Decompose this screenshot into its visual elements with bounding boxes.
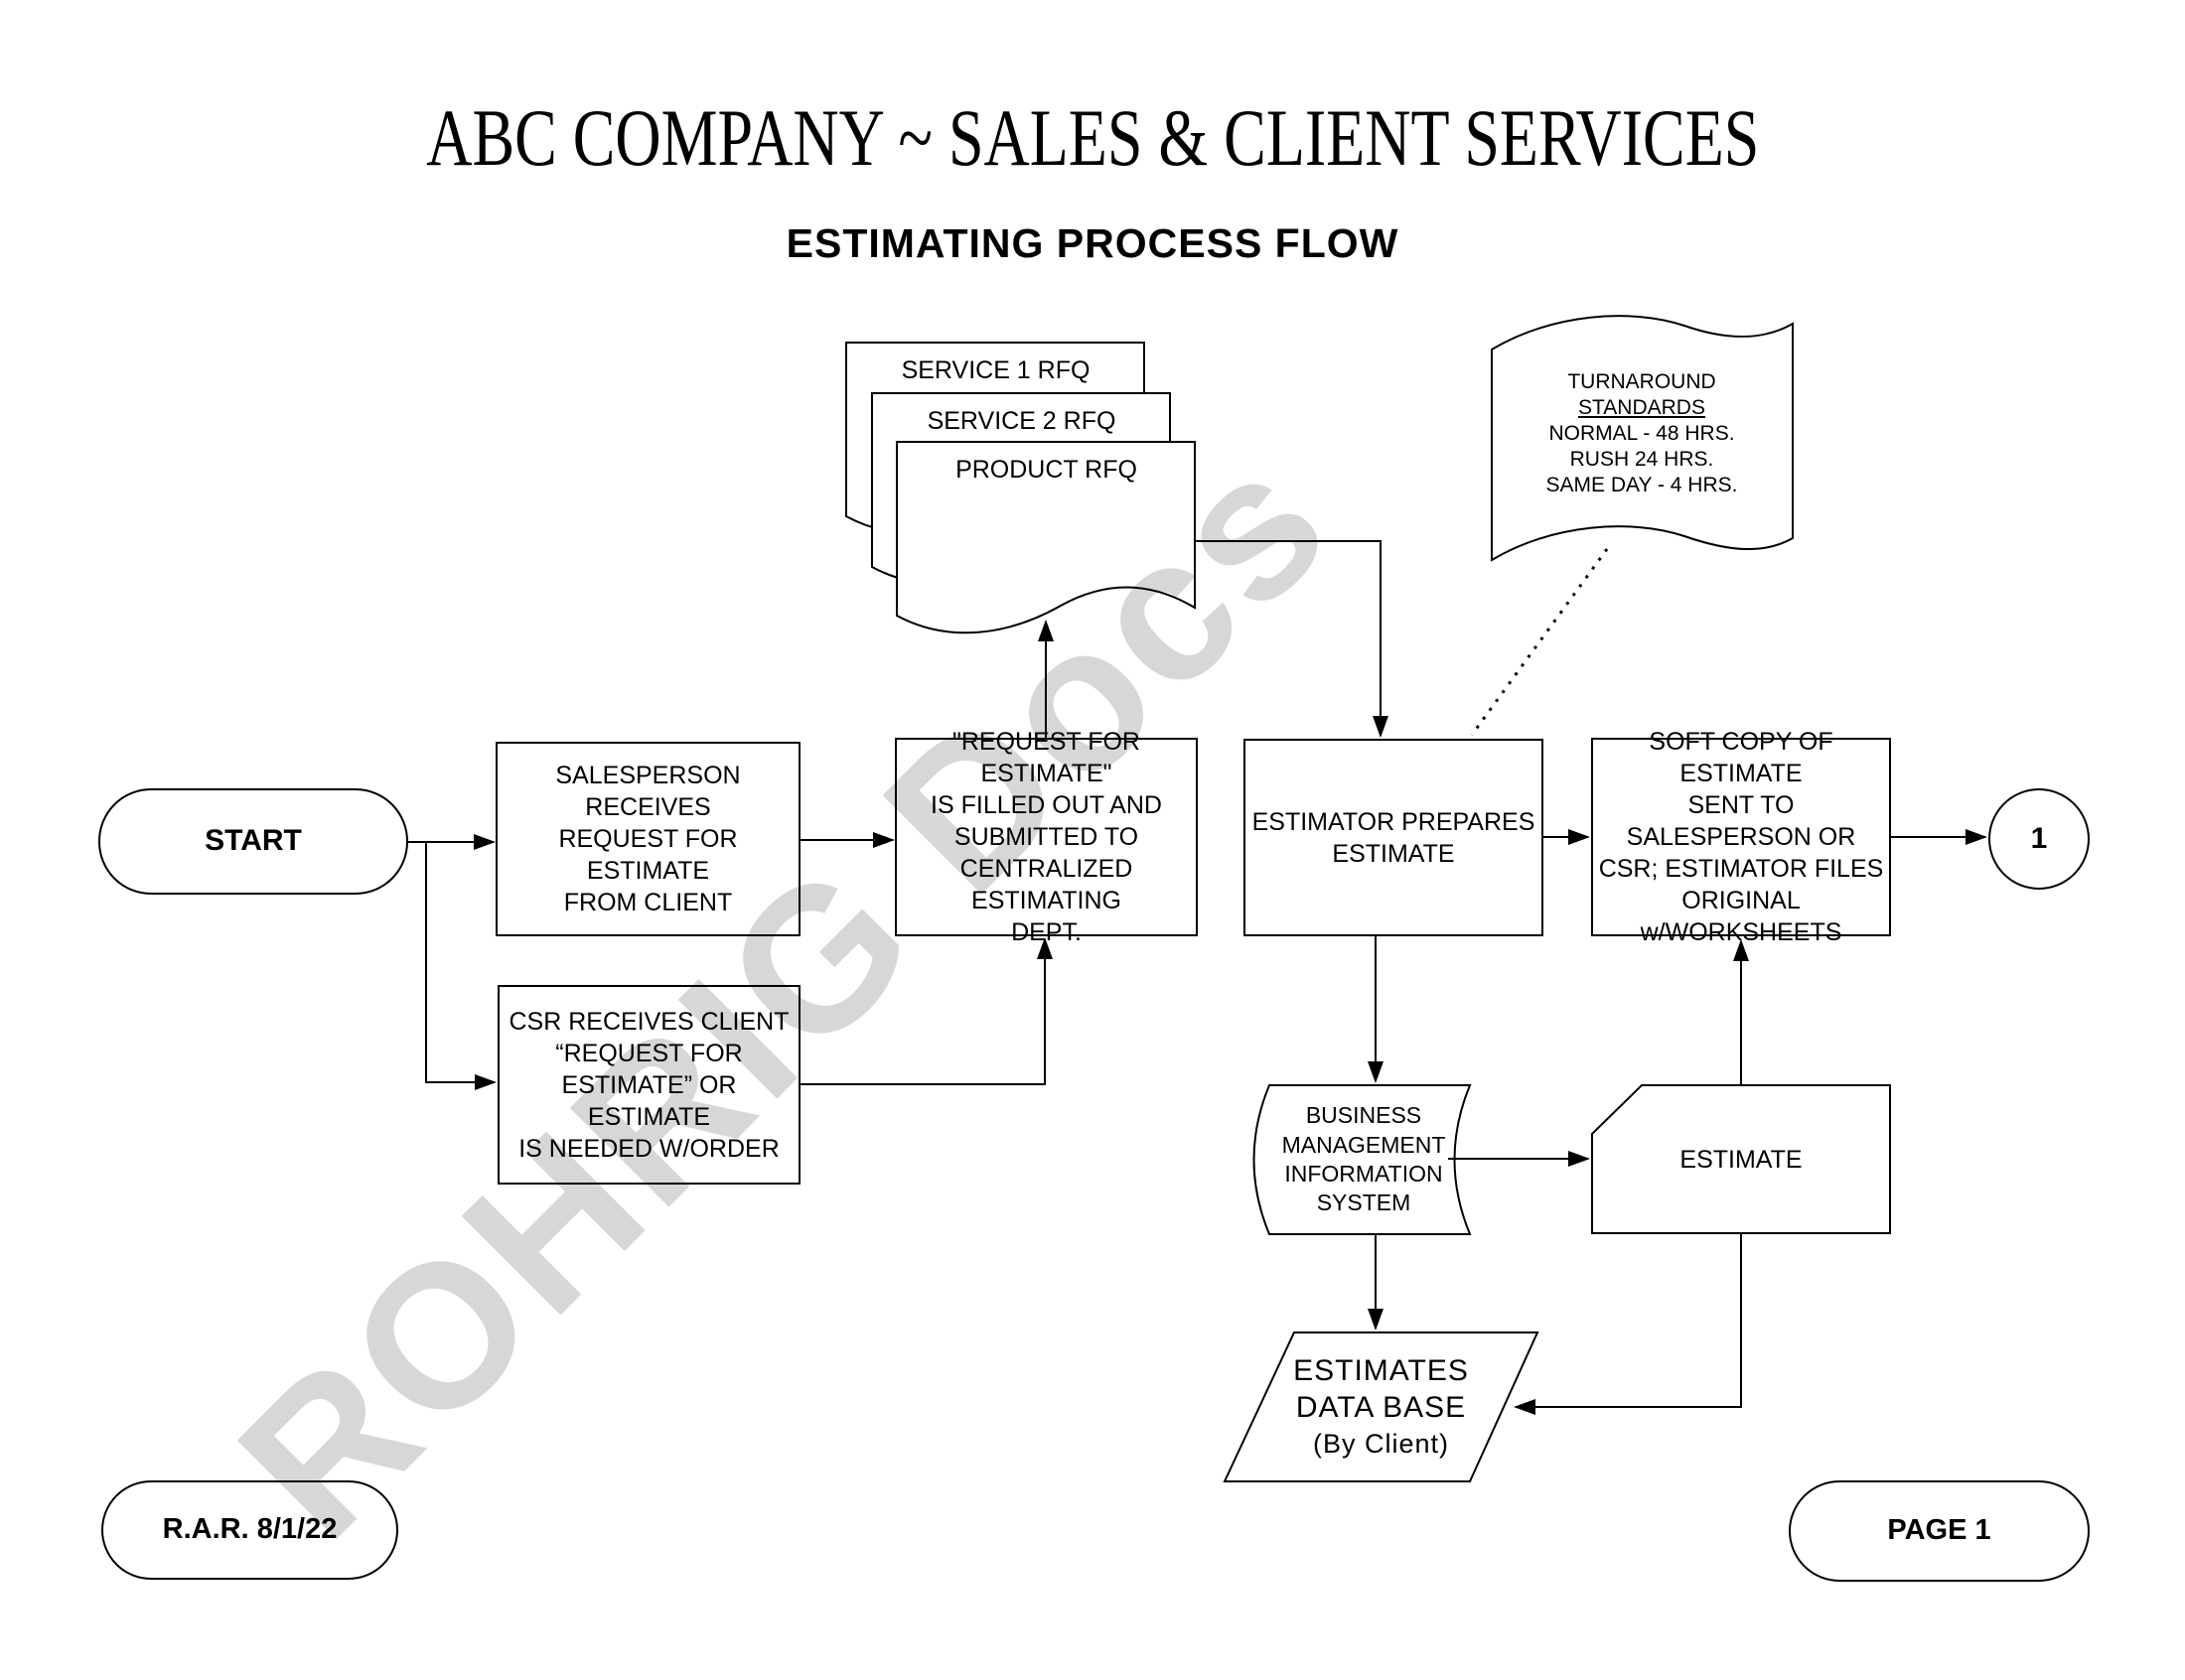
turnaround-line-5: SAME DAY - 4 HRS.	[1545, 474, 1738, 496]
page-number-label: PAGE 1	[1887, 1514, 1991, 1547]
estimate-card-shape	[1591, 1084, 1891, 1234]
estimate-card-label: ESTIMATE	[1679, 1145, 1803, 1174]
salesperson-process-label: SALESPERSON RECEIVES REQUEST FOR ESTIMAT…	[555, 762, 741, 916]
connector-start-to-csr	[425, 842, 497, 1090]
revision-label: R.A.R. 8/1/22	[162, 1513, 338, 1546]
page-title: ABC COMPANY ~ SALES & CLIENT SERVICES	[425, 92, 1760, 183]
turnaround-line-3: NORMAL - 48 HRS.	[1548, 422, 1735, 445]
revision-terminator-shape	[101, 1480, 398, 1580]
database-line-1: ESTIMATES	[1293, 1354, 1469, 1387]
page-terminator-shape	[1789, 1480, 2090, 1582]
turnaround-line-4: RUSH 24 HRS.	[1569, 448, 1714, 471]
offpage-connector-circle	[1988, 788, 2090, 890]
document-product-rfq-label: PRODUCT RFQ	[955, 456, 1137, 484]
document-product-rfq-shape	[896, 441, 1196, 634]
csr-process-shape	[498, 985, 801, 1185]
bmis-stored-data-label: BUSINESS MANAGEMENT INFORMATION SYSTEM	[1281, 1102, 1446, 1216]
offpage-connector-label: 1	[2030, 821, 2048, 855]
estimates-database-label: ESTIMATES DATA BASE (By Client)	[1244, 1352, 1518, 1463]
database-line-2: DATA BASE	[1295, 1391, 1467, 1424]
page-subtitle: ESTIMATING PROCESS FLOW	[786, 220, 1399, 266]
start-terminator-label: START	[205, 824, 302, 858]
connector-turnaround-to-estimator-dotted	[1470, 548, 1609, 736]
csr-process-label: CSR RECEIVES CLIENT “REQUEST FOR ESTIMAT…	[509, 1007, 790, 1163]
document-service1-rfq-label: SERVICE 1 RFQ	[901, 356, 1091, 384]
turnaround-line-2: STANDARDS	[1578, 396, 1705, 419]
turnaround-line-1: TURNAROUND	[1567, 370, 1716, 393]
connector-rfq-docs-to-estimator	[1195, 540, 1388, 738]
soft-copy-process-label: SOFT COPY OF ESTIMATE SENT TO SALESPERSO…	[1598, 728, 1884, 946]
turnaround-standards-note: TURNAROUND STANDARDS NORMAL - 48 HRS. RU…	[1513, 369, 1771, 498]
estimator-process-shape	[1243, 739, 1543, 936]
turnaround-standards-note-shape	[1491, 315, 1794, 562]
database-line-3: (By Client)	[1312, 1429, 1450, 1459]
estimator-process-label: ESTIMATOR PREPARES ESTIMATE	[1251, 807, 1535, 868]
connector-estimate-card-to-database	[1514, 1233, 1742, 1415]
document-service2-rfq-label: SERVICE 2 RFQ	[927, 407, 1116, 435]
connector-csr-to-request-form	[800, 937, 1053, 1085]
request-form-process-label: "REQUEST FOR ESTIMATE" IS FILLED OUT AND…	[931, 728, 1162, 946]
soft-copy-process-shape	[1591, 738, 1891, 936]
estimates-database-shape	[1223, 1331, 1539, 1482]
bmis-stored-data-shape	[1252, 1084, 1472, 1235]
salesperson-process-shape	[496, 742, 801, 936]
